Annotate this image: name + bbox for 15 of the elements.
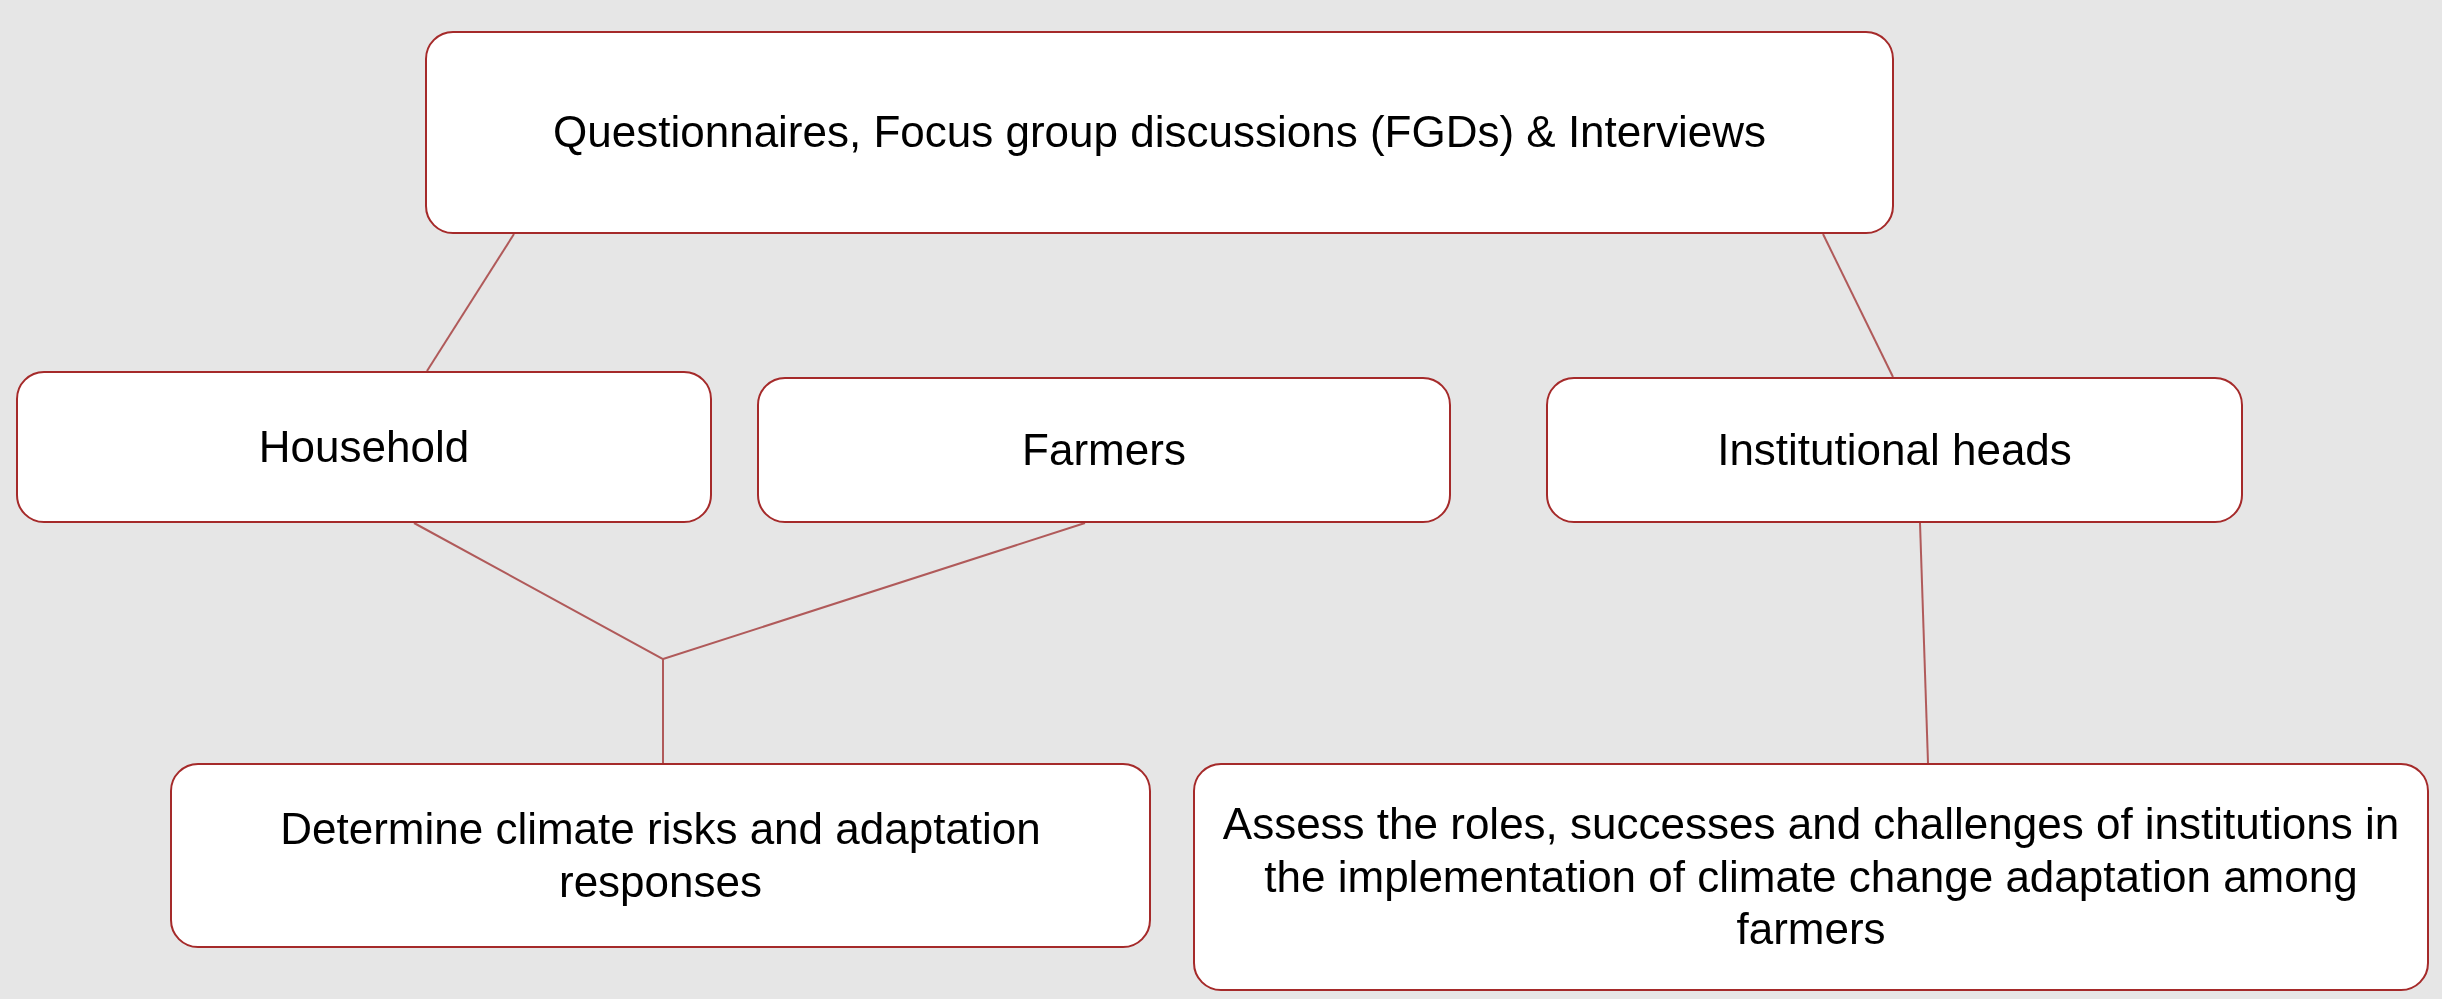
box-label: Farmers [1022,423,1186,476]
connector-line [1822,233,1894,378]
rounded-box [1193,763,2429,991]
box-label: Household [258,420,470,473]
rounded-box [757,377,1451,523]
rounded-box [425,31,1894,234]
rounded-box [170,763,1151,948]
rounded-box [1546,377,2243,523]
box-label: Questionnaires, Focus group discussions (FGDs) & Interviews [553,106,1766,159]
box-label: Institutional heads [1717,423,2072,476]
connector-line [1919,522,1929,764]
box-label: Determine climate risks and adaptation responses [279,802,1042,908]
box-label: Assess the roles, successes and challenges of institutions in the implementation of climate change adaptation among farmers [1221,797,2401,956]
rounded-box [16,371,712,523]
connector-line [426,233,515,372]
